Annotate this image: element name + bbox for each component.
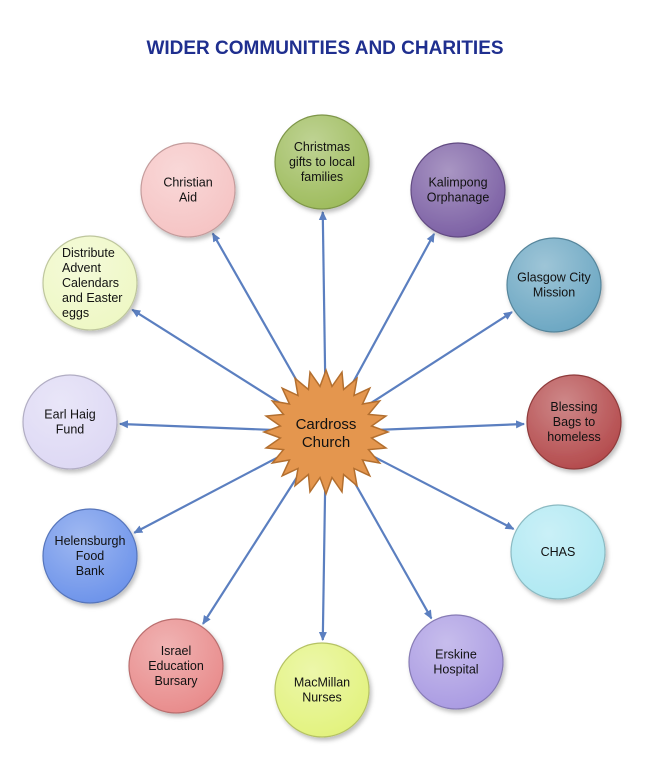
node-circle [274,114,370,210]
arrow [377,420,526,432]
node-label: families [301,170,343,184]
node-label: homeless [547,430,601,444]
node-label: Hospital [433,663,478,677]
node-circle [526,374,622,470]
arrow [371,454,515,531]
arrow [118,420,275,432]
node-label: Christmas [294,140,350,154]
node-circle [42,508,138,604]
node-circle [506,237,602,333]
node-label: Earl Haig [44,408,95,422]
node-circle [408,614,504,710]
node-label: eggs [62,306,89,320]
arrow [318,483,327,642]
node-circle [410,142,506,238]
arrow [211,232,302,388]
arrow [202,475,299,625]
node-label: Nurses [302,691,342,705]
arrow [318,210,327,381]
node-circle [42,235,138,331]
arrow [350,476,433,620]
arrow [131,308,283,406]
node-label: Orphanage [427,191,490,205]
node-label: Bursary [154,674,198,688]
arrow [349,233,436,387]
node-circle [510,504,606,600]
node-label: Erskine [435,648,477,662]
node-label: and Easter [62,291,122,305]
node-label: Kalimpong [428,176,487,190]
node-label: gifts to local [289,155,355,169]
node-label: Aid [179,191,197,205]
arrow [133,455,281,534]
node-label: Distribute [62,246,115,260]
node-label: Helensburgh [55,534,126,548]
node-label: Bank [76,564,105,578]
center-label: Church [302,434,350,451]
node-label: Glasgow City [517,271,591,285]
node-circle [22,374,118,470]
center-label: Cardross [296,416,357,433]
arrow [369,311,513,405]
node-label: Christian [163,176,212,190]
node-circle [274,642,370,738]
node-label: Advent [62,261,101,275]
node-label: Calendars [62,276,119,290]
diagram-title: WIDER COMMUNITIES AND CHARITIES [146,38,504,59]
star-shape [261,367,391,497]
node-label: Blessing [550,400,597,414]
node-label: Fund [56,423,85,437]
node-label: Bags to [553,415,595,429]
node-label: Education [148,659,204,673]
node-label: Israel [161,644,192,658]
node-label: Food [76,549,105,563]
node-label: CHAS [541,545,576,559]
node-label: Mission [533,286,575,300]
node-circle [140,142,236,238]
node-label: MacMillan [294,676,350,690]
charity-node: CHAS [510,504,606,600]
node-circle [128,618,224,714]
